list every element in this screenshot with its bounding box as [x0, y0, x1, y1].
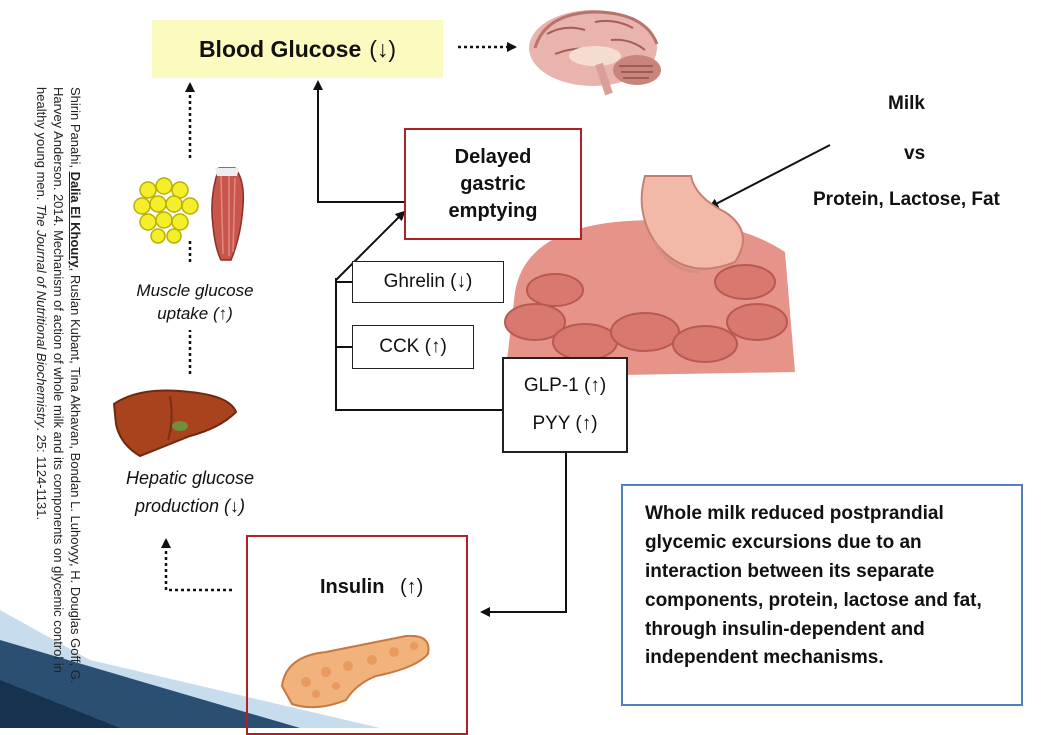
citation-volume: . 25: 1124-1131.	[34, 427, 49, 521]
blood-glucose-label: Blood Glucose	[198, 35, 362, 62]
conclusion-box: Whole milk reduced postprandial glycemic…	[621, 484, 1023, 706]
fat-cells-image	[133, 177, 199, 244]
pyy-label: PYY (↑)	[532, 413, 598, 434]
milk-title: Milk	[888, 93, 925, 114]
insulin-label: Insulin	[320, 576, 385, 598]
glp1-label: GLP-1 (↑)	[523, 375, 607, 396]
milk-components: Protein, Lactose, Fat	[813, 189, 1000, 210]
conclusion-text: Whole milk reduced postprandial glycemic…	[645, 503, 982, 669]
glp1-pyy-node: GLP-1 (↑) PYY (↑)	[502, 357, 628, 453]
blood-glucose-node: Blood Glucose (↓)	[152, 20, 443, 78]
citation-journal: The Journal of Nutritional Biochemistry	[34, 204, 49, 428]
citation-author-first: Shirin Panahi,	[68, 87, 83, 172]
insulin-node	[246, 535, 468, 735]
insulin-arrow: (↑)	[400, 576, 424, 598]
milk-vs: vs	[904, 143, 926, 164]
muscle-image	[211, 167, 245, 261]
delayed-gastric-emptying-label: Delayed gastric emptying	[448, 145, 538, 222]
pancreas-image	[280, 634, 430, 709]
delayed-gastric-emptying-node: Delayed gastric emptying	[404, 128, 582, 240]
cck-label: CCK (↑)	[379, 336, 447, 357]
citation-author-bold: Dalia El Khoury	[68, 171, 83, 268]
cck-node: CCK (↑)	[352, 325, 474, 369]
brain-image	[529, 10, 661, 96]
muscle-line-2: uptake (↑)	[157, 303, 233, 323]
blood-glucose-arrow: (↓)	[369, 35, 397, 62]
muscle-glucose-uptake-label: Muscle glucose uptake (↑)	[132, 280, 258, 326]
ghrelin-label: Ghrelin (↓)	[383, 271, 473, 292]
ghrelin-node: Ghrelin (↓)	[352, 261, 504, 303]
hepatic-line-2: production (↓)	[134, 495, 246, 516]
hepatic-glucose-production-label: Hepatic glucose production (↓)	[110, 465, 270, 521]
muscle-line-1: Muscle glucose	[136, 281, 254, 300]
liver-image	[112, 389, 238, 458]
hepatic-line-1: Hepatic glucose	[125, 468, 255, 488]
insulin-label-group: Insulin (↑)	[320, 576, 423, 599]
citation: Shirin Panahi, Dalia El Khoury, Ruslan K…	[8, 87, 84, 717]
